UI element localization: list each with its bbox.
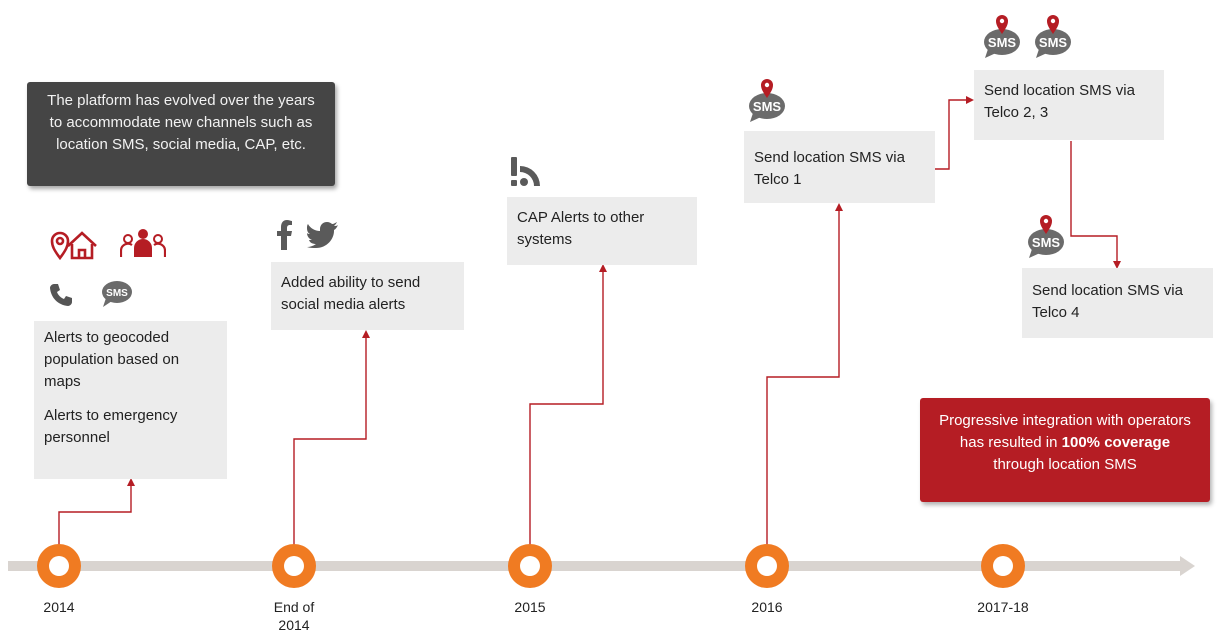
- milestone-box-end-2014: Added ability to send social media alert…: [271, 262, 464, 330]
- milestone-box-2014: Alerts to geocoded population based on m…: [34, 321, 227, 479]
- intro-text: The platform has evolved over the years …: [47, 92, 315, 153]
- home-location-icon: [50, 231, 97, 260]
- timeline-bar: [8, 561, 1180, 571]
- node-2016: [745, 544, 789, 588]
- milestone-box-2015: CAP Alerts to other systems: [507, 197, 697, 265]
- node-2017-18: [981, 544, 1025, 588]
- sms-bubble-icon: SMS: [102, 281, 132, 307]
- connector-telco23-to-telco4: [1070, 141, 1121, 269]
- sms-label: SMS: [988, 35, 1017, 50]
- year-label-2014: 2014: [43, 599, 75, 615]
- location-sms-icon: SMS: [749, 79, 785, 122]
- timeline-arrowhead: [1180, 556, 1195, 576]
- milestone-nodes: [37, 544, 1025, 588]
- phone-icon: [50, 284, 72, 306]
- milestone-box-telco-2-3: Send location SMS via Telco 2, 3: [974, 70, 1164, 140]
- connector-2016: [766, 203, 843, 548]
- milestone-box-2016: Send location SMS via Telco 1: [744, 131, 935, 203]
- milestone-text: Alerts to geocoded population based on m…: [44, 329, 180, 390]
- connector-telco1-to-telco23: [935, 96, 974, 170]
- milestone-box-telco-4: Send location SMS via Telco 4: [1022, 268, 1213, 338]
- rss-alert-icon: [511, 157, 540, 186]
- summary-callout: Progressive integration with operators h…: [920, 398, 1210, 502]
- milestone-text: CAP Alerts to other systems: [517, 209, 645, 248]
- facebook-icon: [277, 220, 292, 250]
- sms-label: SMS: [1032, 235, 1061, 250]
- node-2014: [37, 544, 81, 588]
- sms-label: SMS: [106, 288, 128, 299]
- milestone-text: Send location SMS via Telco 4: [1032, 282, 1183, 321]
- milestone-text: Send location SMS via Telco 2, 3: [984, 82, 1135, 121]
- sms-label: SMS: [753, 99, 782, 114]
- people-group-icon: [120, 229, 166, 257]
- twitter-icon: [307, 222, 338, 248]
- milestone-text: Added ability to send social media alert…: [281, 274, 421, 313]
- milestone-text: Send location SMS via Telco 1: [754, 149, 905, 188]
- milestone-text: Alerts to emergency personnel: [44, 407, 178, 446]
- summary-bold: 100% coverage: [1061, 434, 1171, 451]
- connector-end-2014: [293, 330, 370, 548]
- location-sms-icon: SMS: [1035, 15, 1071, 58]
- intro-callout: The platform has evolved over the years …: [27, 82, 335, 186]
- summary-text-2: through location SMS: [993, 456, 1137, 473]
- year-label-2015: 2015: [514, 599, 546, 615]
- node-end-2014: [272, 544, 316, 588]
- node-2015: [508, 544, 552, 588]
- summary-text-1: Progressive integration with operators h…: [939, 412, 1191, 451]
- year-label-2017-18: 2017-18: [977, 599, 1029, 615]
- year-label-end-2014: End of 2014: [273, 599, 315, 633]
- year-label-2016: 2016: [751, 599, 783, 615]
- sms-label: SMS: [1039, 35, 1068, 50]
- location-sms-icon: SMS: [984, 15, 1020, 58]
- location-sms-icon: SMS: [1028, 215, 1064, 258]
- connector-2015: [529, 264, 607, 548]
- connector-2014: [58, 478, 135, 548]
